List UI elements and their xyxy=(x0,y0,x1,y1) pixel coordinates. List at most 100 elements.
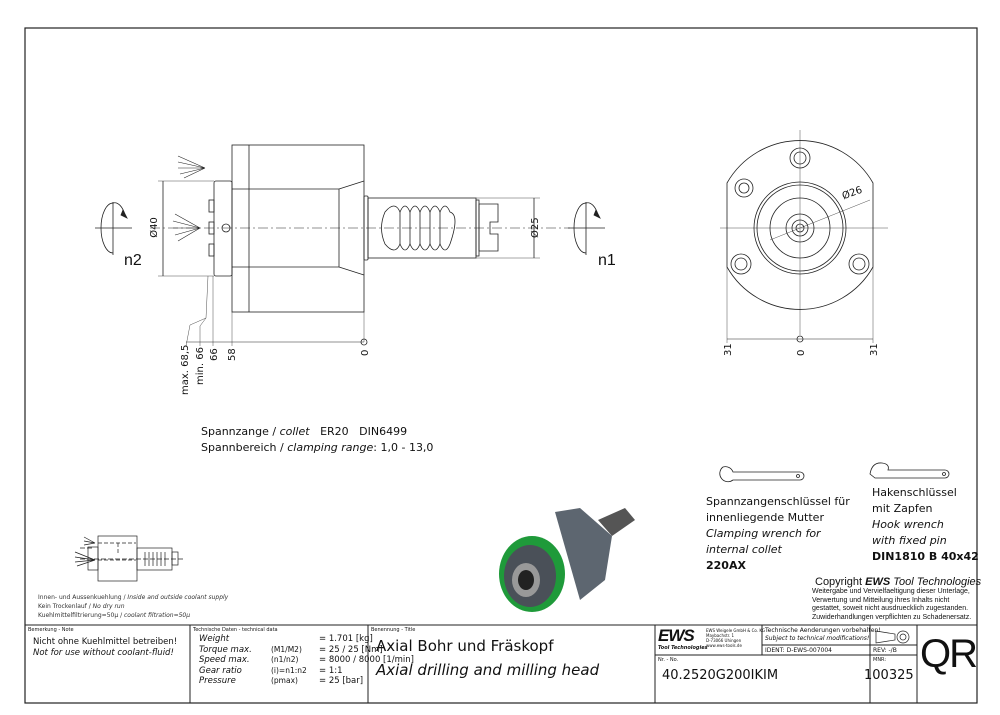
note-en: Inside and outside coolant supply xyxy=(127,594,229,601)
dim-31-left: 31 xyxy=(723,343,734,356)
copyright-a: Copyright xyxy=(815,576,866,588)
copyright-c: Tool Technologies xyxy=(890,576,982,588)
wrench2-l4: with fixed pin xyxy=(872,534,947,547)
rotation-n1-icon xyxy=(568,202,605,255)
changes-de: Technische Aenderungen vorbehalten! xyxy=(765,627,881,634)
dim-min: min. 66 xyxy=(195,347,206,385)
note-de: Nicht ohne Kuehlmittel betreiben! xyxy=(33,637,178,647)
copyright-l1: Weitergabe und Vervielfaeltigung dieser … xyxy=(812,588,970,595)
wrench1-code: 220AX xyxy=(706,559,746,572)
note-de: Innen- und Aussenkuehlung / xyxy=(38,594,128,601)
dim-d25: Ø25 xyxy=(530,217,541,238)
copyright-l3: gestattet, soweit nicht ausdruecklich zu… xyxy=(812,605,969,612)
tech-row: Torque max. (M1/M2) = 25 / 25 [Nm] xyxy=(199,645,414,656)
dim-31-right: 31 xyxy=(869,343,880,356)
collet-line: Spannzange / collet ER20 DIN6499 xyxy=(201,425,407,438)
wrench1-l3: Clamping wrench for xyxy=(706,527,821,540)
note-en: Not for use without coolant-fluid! xyxy=(33,648,174,658)
range-de: Spannbereich / xyxy=(201,441,288,454)
wrench2-l2: mit Zapfen xyxy=(872,502,933,515)
tech-data: Weight = 1.701 [kg] Torque max. (M1/M2) = 25… xyxy=(199,634,414,687)
company-l2: Maybachstr. 1 xyxy=(706,633,735,638)
product-render xyxy=(499,508,635,612)
wrench1-text: Spannzangenschlüssel für innenliegende M… xyxy=(706,494,850,574)
dim-58: 58 xyxy=(227,348,238,361)
company-address: EWS Weigele GmbH & Co. KG Maybachstr. 1 … xyxy=(706,628,765,648)
tech-param: (i)=n1:n2 xyxy=(271,665,307,675)
dim-zero-front: 0 xyxy=(796,349,807,356)
tech-label: Technische Daten - technical data xyxy=(193,627,278,633)
collet-standard: DIN6499 xyxy=(359,425,408,438)
coolant-note-2: Kein Trockenlauf / No dry run xyxy=(38,603,125,610)
drawing-frame xyxy=(24,27,978,704)
ews-logo: EWS xyxy=(658,626,695,645)
wrench1-l1: Spannzangenschlüssel für xyxy=(706,495,850,508)
tech-name: Speed max. xyxy=(199,655,250,665)
ews-logo-sub: Tool Technologies xyxy=(658,645,708,651)
range-en: clamping range xyxy=(287,441,374,454)
note-en: No dry run xyxy=(92,603,125,610)
mnr-label: MNR: xyxy=(873,657,887,663)
tech-value: = 25 [bar] xyxy=(319,676,364,686)
tech-name: Torque max. xyxy=(199,644,252,655)
tech-row: Speed max. (n1/n2) = 8000 / 8000 [1/min] xyxy=(199,655,414,666)
dim-66: 66 xyxy=(209,348,220,361)
front-view xyxy=(720,130,888,343)
tech-param: (M1/M2) xyxy=(271,644,302,654)
changes-en: Subject to technical modifications! xyxy=(765,635,870,642)
tech-value: = 8000 / 8000 [1/min] xyxy=(319,655,414,665)
rev: REV: -/B xyxy=(873,647,897,654)
company-l3: D-73066 Uhingen xyxy=(706,638,742,643)
hook-wrench-icon xyxy=(869,462,950,479)
company-l1: EWS Weigele GmbH & Co. KG xyxy=(706,628,766,633)
note-label: Bemerkung - Note xyxy=(28,627,74,633)
note-de: Kein Trockenlauf / xyxy=(38,603,93,610)
tech-param: (pmax) xyxy=(271,676,298,685)
tech-value: = 25 / 25 [Nm] xyxy=(319,644,383,655)
collet-en: collet xyxy=(279,425,310,438)
rotation-n2-label: n2 xyxy=(124,252,142,269)
title-label: Benennung - Title xyxy=(371,627,416,633)
side-view xyxy=(158,144,540,347)
coolant-note-3: Kuehlmittelfiltrierung=50µ / coolant fil… xyxy=(38,612,190,619)
wrench1-l2: innenliegende Mutter xyxy=(706,511,824,524)
tech-param xyxy=(271,634,319,645)
tech-value: = 1:1 xyxy=(319,665,343,676)
company-l4: www.ews-tools.de xyxy=(706,643,742,648)
title-en: Axial drilling and milling head xyxy=(376,661,600,679)
collet-de: Spannzange / xyxy=(201,425,280,438)
wrench2-text: Hakenschlüssel mit Zapfen Hook wrench wi… xyxy=(872,485,979,565)
copyright-brand: EWS xyxy=(865,576,891,588)
tech-param: (n1/n2) xyxy=(271,655,299,664)
clamping-wrench-icon xyxy=(719,466,805,483)
dim-max: max. 68,5 xyxy=(180,344,191,395)
title-de: Axial Bohr und Fräskopf xyxy=(376,637,554,655)
tech-row: Weight = 1.701 [kg] xyxy=(199,634,414,645)
note-de: Kuehlmittelfiltrierung=50µ / xyxy=(38,612,124,619)
wrench2-l1: Hakenschlüssel xyxy=(872,486,957,499)
dim-zero-side: 0 xyxy=(360,349,371,356)
coolant-note-1: Innen- und Aussenkuehlung / Inside and o… xyxy=(38,594,228,601)
wrench2-code: DIN1810 B 40x42 xyxy=(872,550,979,563)
copyright: Copyright EWS Tool Technologies Weiterga… xyxy=(812,576,982,622)
tech-value: = 1.701 [kg] xyxy=(319,634,373,644)
collet-type: ER20 xyxy=(320,425,349,438)
title-block xyxy=(25,624,977,703)
qr-mark: QR xyxy=(920,632,978,676)
tech-name: Gear ratio xyxy=(199,665,242,676)
spline-teeth xyxy=(381,205,456,251)
tech-row: Gear ratio (i)=n1:n2 = 1:1 xyxy=(199,666,414,677)
wrench2-l3: Hook wrench xyxy=(872,518,944,531)
coolant-schematic xyxy=(74,535,185,582)
rotation-n1-label: n1 xyxy=(598,252,616,269)
nr-label: Nr. - No. xyxy=(658,657,679,663)
rotation-n2-icon xyxy=(95,202,132,255)
copyright-l4: Zuwiderhandlungen verpflichten zu Schade… xyxy=(812,613,972,621)
clamping-range-line: Spannbereich / clamping range: 1,0 - 13,… xyxy=(201,441,433,454)
copyright-l2: Verwertung und Mitteilung ihres Inhalts … xyxy=(812,596,950,604)
tech-name: Pressure xyxy=(199,676,236,686)
dim-d40: Ø40 xyxy=(148,217,160,238)
tech-name: Weight xyxy=(199,634,230,644)
range-value: : 1,0 - 13,0 xyxy=(373,441,434,454)
